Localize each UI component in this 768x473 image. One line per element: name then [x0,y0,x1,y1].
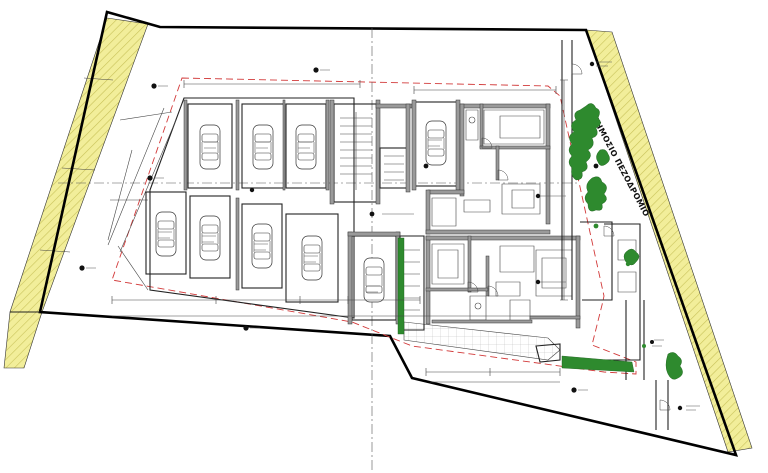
car-icon [155,211,177,257]
greenery [397,103,683,380]
small-trees [593,223,646,365]
level-marker-icon [151,83,157,89]
garage-right [411,99,461,191]
car-icon [251,223,273,269]
dimension-lines [107,79,568,383]
level-marker-icon [243,325,249,331]
car-icon [363,257,385,303]
level-marker-icon [535,193,541,199]
public-sidewalk [585,29,753,453]
setback-line [111,77,637,375]
level-markers [79,61,683,411]
car-icon [295,124,317,170]
car-icon [425,120,447,166]
level-marker-icon [79,265,85,271]
garage-bottom [347,231,401,325]
level-marker-icon [147,175,153,181]
level-marker-icon [677,405,683,411]
parking-bays-top [183,99,330,191]
left-pavement [9,17,149,313]
car-icon [199,124,221,170]
tree-icon [568,103,601,181]
plot-boundary [38,10,739,457]
tree-icon [596,149,610,166]
level-marker-icon [423,163,429,169]
parking-bays-bottom [145,191,339,303]
car-icon [301,235,323,281]
level-marker-icon [313,67,319,73]
car-icon [252,124,274,170]
level-marker-icon [593,163,599,169]
apartment-upper [425,103,551,235]
tree-icon [584,176,607,212]
tiled-entrance [403,321,561,361]
level-marker-icon [369,211,375,217]
annotation-ticks [86,61,700,411]
stair-core [329,99,413,205]
car-icon [199,215,221,261]
level-marker-icon [571,387,577,393]
level-marker-icon [650,340,654,344]
level-marker-icon [249,187,255,193]
level-marker-icon [535,279,541,285]
left-pavement-bottom [3,311,43,369]
tree-icon [623,248,640,266]
apartment-lower [425,235,581,329]
level-marker-icon [589,61,595,67]
